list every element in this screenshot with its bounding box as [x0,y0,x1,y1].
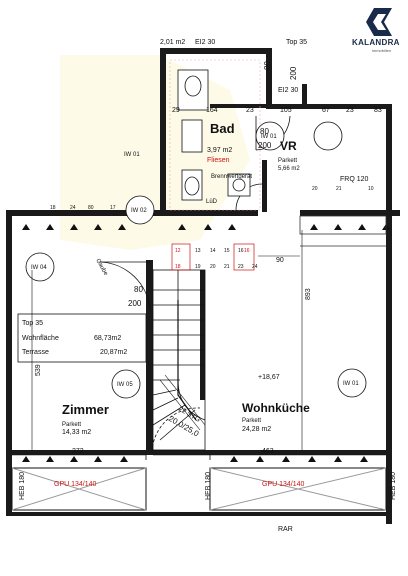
door-200a: 200 [258,141,272,150]
dim-83: 83 [374,107,382,114]
vr-room-name: VR [280,139,297,153]
dim-893: 893 [305,288,312,300]
gpu-left-label: GPU 134/140 [54,481,97,488]
dimension-lines [12,230,386,456]
socket-15: 15 [224,248,230,254]
bad-room-name: Bad [210,121,235,136]
dim-17: 17 [110,205,116,211]
wohnkueche-floor: Parkett [242,418,261,424]
iw04-label: IW 04 [31,265,47,271]
socket-13: 13 [195,248,201,254]
brand-sub: immobilien [372,48,392,53]
dim-539: 539 [35,364,42,376]
door-200b: 200 [128,299,142,308]
iw05-label: IW 05 [117,382,133,388]
rar-label: RAR [278,526,293,533]
socket-20: 20 [210,264,216,270]
socket-19: 19 [195,264,201,270]
door-80c: 80 [263,61,272,70]
socket-panel [171,243,255,271]
dim-24: 24 [70,205,76,211]
dim-105: 105 [280,107,292,114]
dim-29: 29 [172,107,180,114]
dim-23b: 23 [246,107,254,114]
gaube-label: Gaube [94,258,109,277]
socket-18: 18 [175,264,181,270]
bath-fixtures [177,69,251,201]
dim-20: 20 [312,186,318,192]
socket-23: 23 [238,264,244,270]
summary-row-2-label: Terrasse [22,349,49,356]
vr-floor: Parkett [278,158,297,164]
wohnkueche-area: 24,28 m2 [242,426,271,433]
lue-label: LüD [206,199,218,205]
bad-floor: Fliesen [207,157,230,164]
kalandra-logo-icon [366,8,392,36]
dim-18: 18 [50,205,56,211]
iw01-c-label: IW 01 [343,381,359,387]
socket-16a: 16 [238,248,244,254]
socket-21: 21 [224,264,230,270]
bad-area: 3,97 m2 [207,147,232,154]
top-label: Top 35 [286,39,307,46]
heb-left-label: HEB 180 [19,472,26,500]
wohnkueche-room-name: Wohnküche [242,401,310,415]
upper-right-rafters [299,215,387,247]
dim-23a: 23 [346,107,354,114]
ei230-a-label: EI2 30 [195,39,215,46]
dim-21: 21 [336,186,342,192]
wall-top-area: 2,01 m2 [160,39,185,46]
ei230-b-label: EI2 30 [278,87,298,94]
window-crosses [145,454,211,460]
dim-90: 90 [276,257,284,264]
vr-area: 5,66 m2 [278,166,300,172]
zimmer-floor: Parkett [62,422,81,428]
door-80a: 80 [260,127,269,136]
socket-24: 24 [252,264,258,270]
gpu-right-label: GPU 134/140 [262,481,305,488]
brennwert-label: Brennwertgerät [211,174,252,180]
dim-67: 67 [322,107,330,114]
dim-463: 463 [262,448,274,455]
door-200c: 200 [289,66,298,80]
stair-landing [159,374,206,431]
heb-right-label: HEB 180 [390,472,397,500]
summary-row-2-value: 20,87m2 [100,349,127,356]
dim-80: 80 [88,205,94,211]
socket-12: 12 [175,248,181,254]
dim-10: 10 [368,186,374,192]
rafter-boxes [11,467,387,511]
summary-box [17,313,147,363]
summary-row-1-value: 68,73m2 [94,335,121,342]
socket-16b: 16 [244,248,250,254]
wall-markers [22,224,390,462]
heb-mid-label: HEB 180 [205,472,212,500]
summary-row-1-label: Wohnfläche [22,335,59,342]
socket-14: 14 [210,248,216,254]
dim-272: 272 [72,448,84,455]
elevation-label: +18,67 [258,374,280,381]
iw02-label: IW 02 [131,208,147,214]
summary-title: Top 35 [22,320,43,327]
zimmer-area: 14,33 m2 [62,429,91,436]
iw01-a-label: IW 01 [124,152,140,158]
iw01-b-label: IW 01 [261,134,277,140]
frq-label: FRQ 120 [340,176,369,183]
dim-164: 164 [206,107,218,114]
labels: Bad 3,97 m2 Fliesen VR Parkett 5,66 m2 Z… [19,39,397,533]
zimmer-room-name: Zimmer [62,402,109,417]
wall-type-markers [25,121,367,399]
brand-name: KALANDRA [352,38,400,47]
door-80b: 80 [134,285,143,294]
